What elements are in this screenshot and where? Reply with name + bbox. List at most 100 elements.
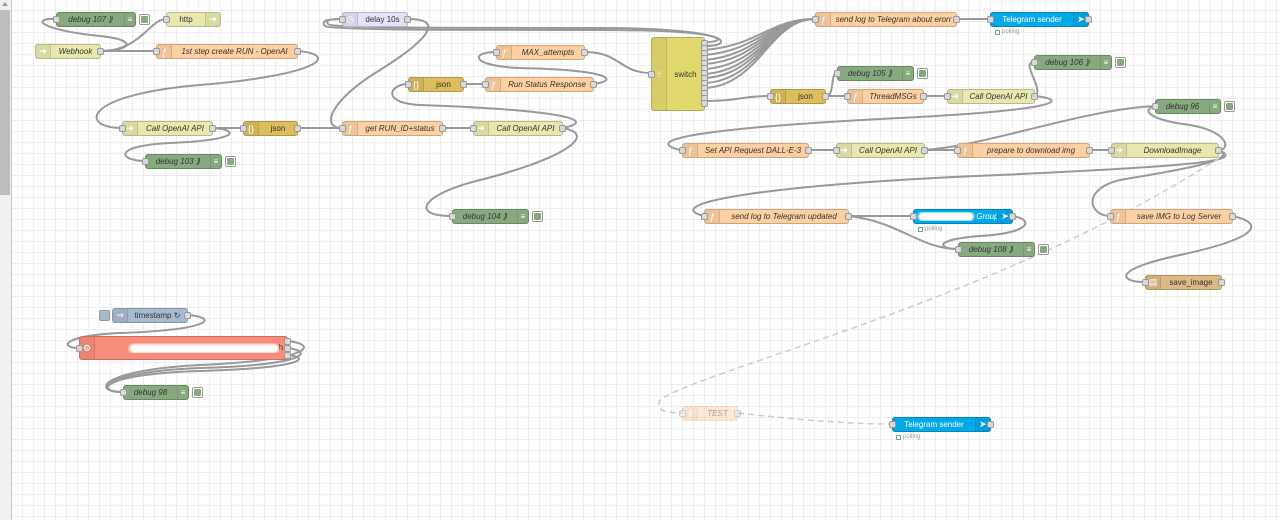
input-port[interactable] xyxy=(1108,147,1115,154)
scroll-up-arrow-icon[interactable] xyxy=(2,2,8,6)
function-node[interactable]: ƒ get RUN_ID+status xyxy=(339,121,446,136)
json-node[interactable]: {} json xyxy=(405,77,467,92)
input-port[interactable] xyxy=(142,158,149,165)
output-port[interactable] xyxy=(294,125,301,132)
input-port[interactable] xyxy=(120,389,127,396)
output-port[interactable] xyxy=(1218,279,1225,286)
debug-node[interactable]: debug 107 ⟫ ≡ xyxy=(53,12,150,27)
function-node[interactable]: ƒ MAX_attempts xyxy=(493,45,588,60)
http-request-node[interactable]: ➜ Call OpenAI API xyxy=(944,89,1038,104)
debug-toggle-button[interactable] xyxy=(917,68,928,79)
debug-toggle-button[interactable] xyxy=(225,156,236,167)
output-port[interactable] xyxy=(953,16,960,23)
input-port[interactable] xyxy=(889,421,896,428)
input-port[interactable] xyxy=(470,125,477,132)
input-port[interactable] xyxy=(53,16,60,23)
debug-node[interactable]: debug 96 ≡ xyxy=(1152,99,1235,114)
input-port[interactable] xyxy=(153,48,160,55)
telegram-sender-node[interactable]: Telegram sender ➤ xyxy=(889,417,994,432)
input-port[interactable] xyxy=(1107,213,1114,220)
input-port[interactable] xyxy=(1142,279,1149,286)
function-node[interactable]: ƒ 1st step create RUN - OpenAI xyxy=(153,44,301,59)
function-node[interactable]: ƒ prepare to download img xyxy=(954,143,1093,158)
function-node[interactable]: ƒ send log to Telegram about erorr xyxy=(812,12,960,27)
output-port[interactable] xyxy=(987,421,994,428)
json-node[interactable]: {} json xyxy=(767,89,829,104)
input-port[interactable] xyxy=(119,125,126,132)
input-port[interactable] xyxy=(648,71,655,78)
function-node[interactable]: ƒ ThreadMSGs xyxy=(844,89,927,104)
delay-node[interactable]: ◷ delay 10s xyxy=(339,12,411,27)
file-write-node[interactable]: ▤ save_image xyxy=(1142,275,1225,290)
debug-node[interactable]: debug 108 ⟫ ≡ xyxy=(955,242,1049,257)
input-port[interactable] xyxy=(339,125,346,132)
input-port[interactable] xyxy=(1152,103,1159,110)
telegram-sender-node[interactable]: Telegram sender ➤ xyxy=(987,12,1092,27)
debug-toggle-button[interactable] xyxy=(192,387,203,398)
input-port[interactable] xyxy=(910,213,917,220)
inject-node[interactable]: ⇒ timestamp ↻ xyxy=(99,308,191,323)
debug-toggle-button[interactable] xyxy=(139,14,150,25)
output-port[interactable] xyxy=(1031,93,1038,100)
flow-canvas[interactable] xyxy=(12,0,1280,520)
input-port[interactable] xyxy=(679,147,686,154)
input-port[interactable] xyxy=(679,410,686,417)
output-port[interactable] xyxy=(460,81,467,88)
function-node[interactable]: ƒ Set API Request DALL-E-3 xyxy=(679,143,812,158)
output-port[interactable] xyxy=(805,147,812,154)
json-node[interactable]: {} json xyxy=(240,121,301,136)
output-port[interactable] xyxy=(845,213,852,220)
input-port[interactable] xyxy=(493,49,500,56)
output-port[interactable] xyxy=(734,410,741,417)
debug-toggle-button[interactable] xyxy=(1224,101,1235,112)
function-node[interactable]: ƒ Run Status Response xyxy=(482,77,597,92)
input-port[interactable] xyxy=(482,81,489,88)
scroll-thumb[interactable] xyxy=(0,10,10,195)
output-port[interactable] xyxy=(184,312,191,319)
input-port[interactable] xyxy=(405,81,412,88)
debug-toggle-button[interactable] xyxy=(1038,244,1049,255)
function-node-disabled[interactable]: ƒ TEST xyxy=(679,406,741,421)
output-port[interactable] xyxy=(559,125,566,132)
output-port[interactable] xyxy=(284,345,291,352)
input-port[interactable] xyxy=(944,93,951,100)
input-port[interactable] xyxy=(833,147,840,154)
debug-toggle-button[interactable] xyxy=(532,211,543,222)
input-port[interactable] xyxy=(76,345,83,352)
output-port[interactable] xyxy=(209,125,216,132)
debug-node[interactable]: debug 105 ⟫ ≡ xyxy=(834,66,928,81)
inject-trigger-button[interactable] xyxy=(99,310,110,321)
input-port[interactable] xyxy=(812,16,819,23)
input-port[interactable] xyxy=(954,147,961,154)
vertical-scrollbar[interactable] xyxy=(0,0,12,520)
input-port[interactable] xyxy=(844,93,851,100)
output-port[interactable] xyxy=(701,100,708,107)
debug-node[interactable]: debug 104 ⟫ ≡ xyxy=(449,209,543,224)
output-port[interactable] xyxy=(581,49,588,56)
output-port[interactable] xyxy=(1009,213,1016,220)
output-port[interactable] xyxy=(284,338,291,345)
output-port[interactable] xyxy=(1215,147,1222,154)
input-port[interactable] xyxy=(955,246,962,253)
function-node[interactable]: ƒ send log to Telegram updated xyxy=(701,209,852,224)
http-request-node[interactable]: ➜ Call OpenAI API xyxy=(833,143,928,158)
input-port[interactable] xyxy=(163,16,170,23)
http-request-node[interactable]: ➜ Call OpenAI API xyxy=(470,121,566,136)
debug-node[interactable]: debug 103 ⟫ ≡ xyxy=(142,154,236,169)
exec-node[interactable]: ⚙ h xyxy=(76,336,291,360)
output-port[interactable] xyxy=(1085,16,1092,23)
http-response-node[interactable]: http ➜ xyxy=(163,12,221,27)
output-port[interactable] xyxy=(590,81,597,88)
output-port[interactable] xyxy=(439,125,446,132)
output-port[interactable] xyxy=(404,16,411,23)
output-port[interactable] xyxy=(921,147,928,154)
input-port[interactable] xyxy=(701,213,708,220)
http-request-node[interactable]: ➜ DownloadImage xyxy=(1108,143,1222,158)
input-port[interactable] xyxy=(339,16,346,23)
http-request-node[interactable]: ➜ Call OpenAI API xyxy=(119,121,216,136)
output-port[interactable] xyxy=(97,48,104,55)
switch-node[interactable]: ⑂ switch xyxy=(648,37,708,111)
input-port[interactable] xyxy=(987,16,994,23)
output-port[interactable] xyxy=(1229,213,1236,220)
output-port[interactable] xyxy=(294,48,301,55)
